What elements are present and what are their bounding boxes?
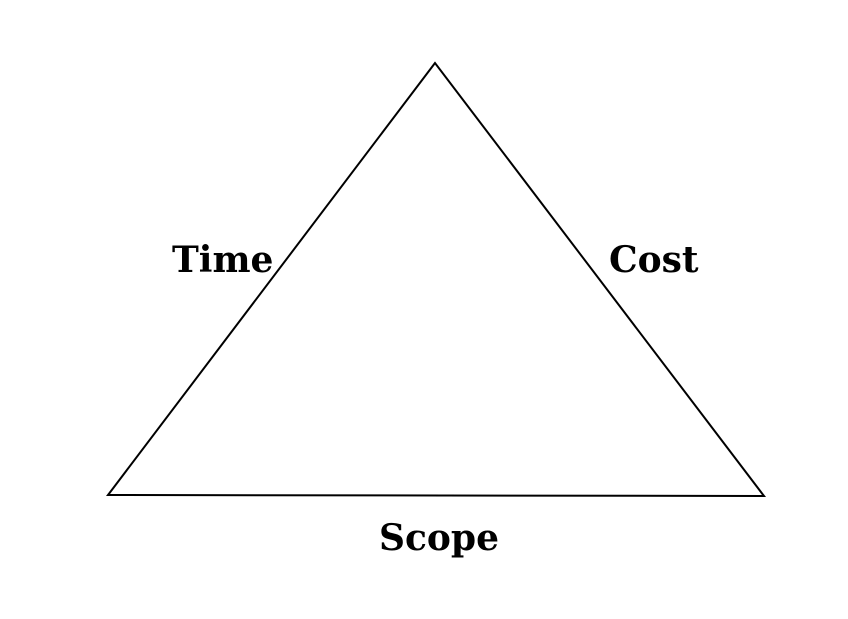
project-triangle bbox=[105, 61, 767, 498]
scope-label: Scope bbox=[379, 517, 500, 559]
cost-label: Cost bbox=[609, 239, 699, 281]
time-label: Time bbox=[172, 239, 274, 281]
